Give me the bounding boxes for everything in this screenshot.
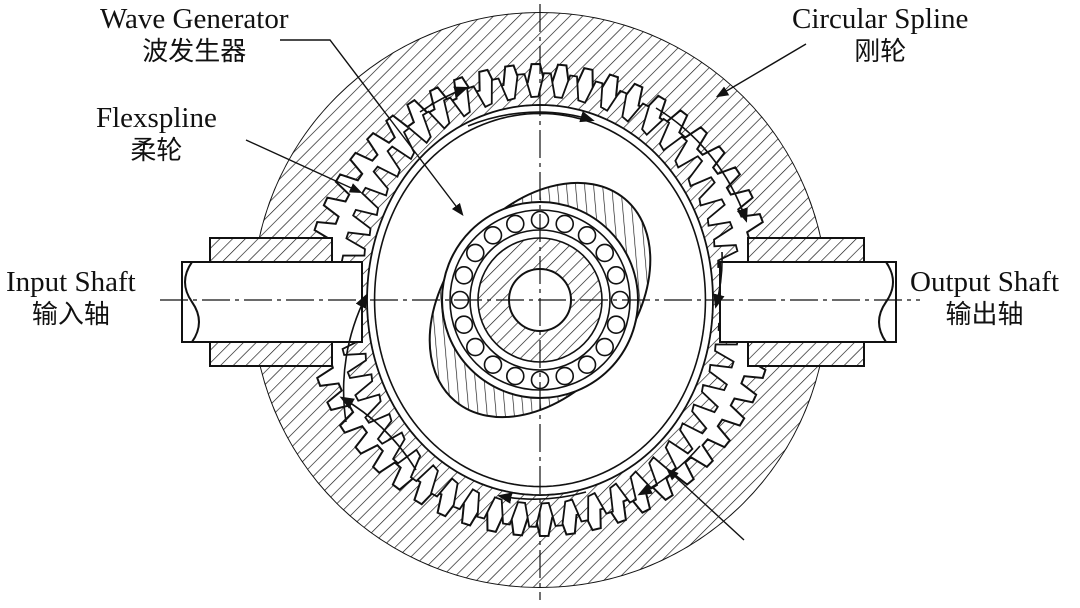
flexspline-label-en: Flexspline [96, 102, 217, 134]
bearing-ball [505, 366, 525, 386]
center-lines [160, 4, 920, 600]
input-shaft-label: Input Shaft 输入轴 [6, 266, 136, 330]
input-shaft [181, 237, 363, 367]
wave-generator-label: Wave Generator 波发生器 [100, 3, 289, 67]
leader-lines [245, 39, 807, 541]
bearing-ball [577, 225, 597, 245]
bearing-ball [555, 366, 575, 386]
output-shaft-label: Output Shaft 输出轴 [910, 266, 1060, 330]
flexspline-label-zh: 柔轮 [130, 136, 183, 166]
circular-spline-label: Circular Spline 刚轮 [792, 3, 969, 67]
wave-generator-label-en: Wave Generator [100, 3, 289, 35]
input-shaft-label-en: Input Shaft [6, 266, 136, 298]
bearing-ball [483, 225, 503, 245]
bearing-ball [465, 337, 485, 357]
bearing-ball [595, 243, 615, 263]
bearing-ball [454, 265, 474, 285]
bearing-ball [465, 243, 485, 263]
input-shaft-label-zh: 输入轴 [31, 300, 110, 330]
bearing-ball [595, 337, 615, 357]
circular-spline-label-zh: 刚轮 [854, 37, 907, 67]
flexspline-label: Flexspline 柔轮 [96, 102, 217, 166]
rotation-arrows [339, 86, 748, 504]
bearing-ball [483, 355, 503, 375]
bearing-ball [555, 214, 575, 234]
bearing-ball [454, 315, 474, 335]
output-shaft-label-zh: 输出轴 [945, 300, 1024, 330]
bearing-ball [577, 355, 597, 375]
bearing-ball [606, 265, 626, 285]
circular-spline-label-en: Circular Spline [792, 3, 969, 35]
bearing-ball [505, 214, 525, 234]
output-shaft-label-en: Output Shaft [910, 266, 1060, 298]
wave-generator-label-zh: 波发生器 [142, 37, 247, 67]
bearing-ball [606, 315, 626, 335]
output-shaft [719, 237, 897, 367]
